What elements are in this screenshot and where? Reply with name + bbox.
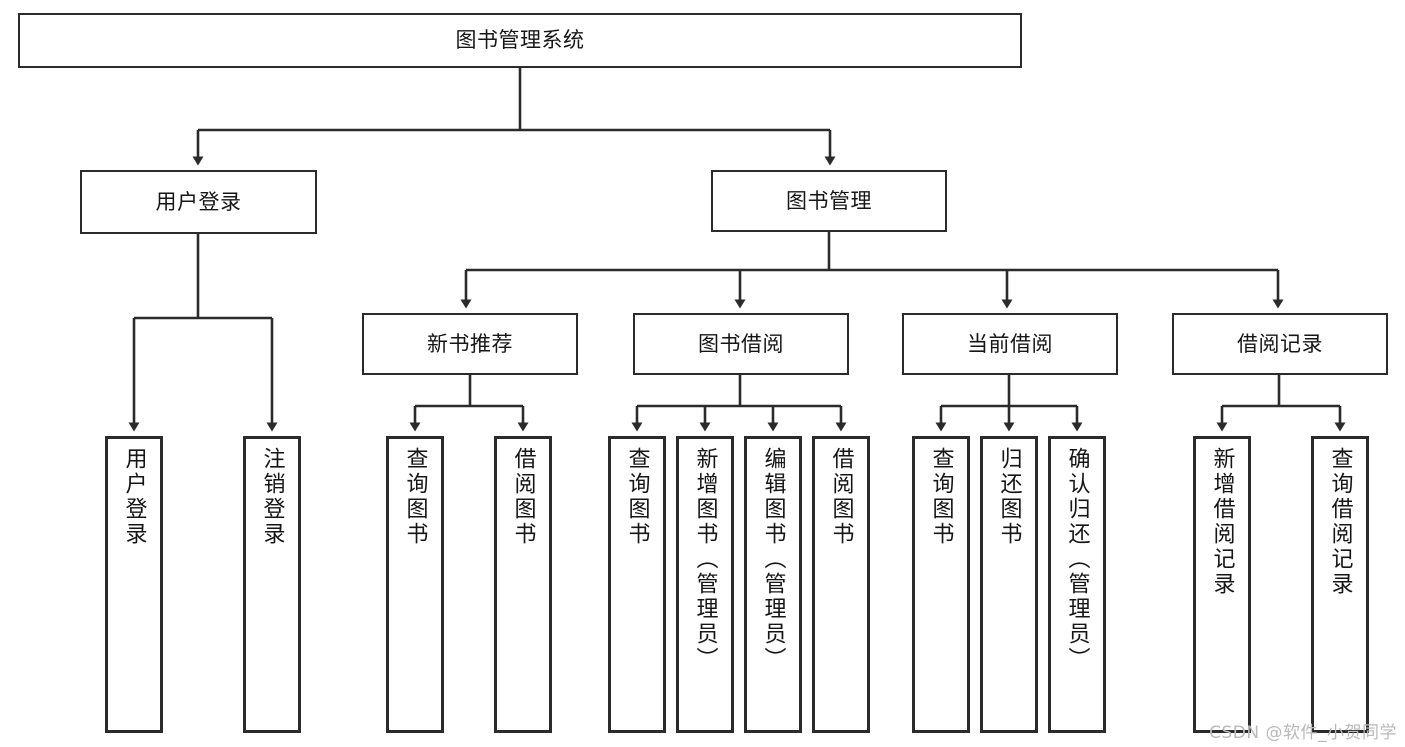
node-book-management[interactable]: 图书管理 (711, 170, 947, 232)
node-label: 借阅图书 (510, 447, 536, 547)
node-borrowing-records[interactable]: 借阅记录 (1172, 313, 1388, 375)
node-book-borrowing[interactable]: 图书借阅 (633, 313, 849, 375)
node-label: 借阅记录 (1237, 331, 1323, 356)
leaf-node-add-book-admin[interactable]: 新增图书（管理员） (676, 436, 734, 733)
leaf-node-add-borrow-record[interactable]: 新增借阅记录 (1193, 436, 1251, 733)
leaf-node-query-books-borrow[interactable]: 查询图书 (608, 436, 666, 733)
leaf-node-query-books-current[interactable]: 查询图书 (912, 436, 970, 733)
node-label: 图书管理 (786, 188, 872, 213)
node-label: 用户登录 (155, 189, 242, 214)
node-user-login[interactable]: 用户登录 (80, 170, 317, 234)
leaf-node-query-borrow-record[interactable]: 查询借阅记录 (1311, 436, 1369, 733)
node-label: 当前借阅 (967, 331, 1053, 356)
csdn-watermark: CSDN @软件_小贺同学 (1209, 723, 1397, 743)
node-label: 查询图书 (928, 447, 954, 547)
leaf-node-logout[interactable]: 注销登录 (243, 436, 301, 733)
node-label: 新增借阅记录 (1209, 447, 1235, 597)
leaf-node-edit-book-admin[interactable]: 编辑图书（管理员） (744, 436, 802, 733)
node-label: 图书借阅 (698, 331, 784, 356)
leaf-node-borrow-books-rec[interactable]: 借阅图书 (494, 436, 552, 733)
node-label: 归还图书 (996, 447, 1022, 547)
node-label: 确认归还（管理员） (1064, 447, 1090, 672)
node-label: 查询借阅记录 (1327, 447, 1353, 597)
node-root-book-management-system[interactable]: 图书管理系统 (18, 13, 1022, 68)
leaf-node-user-login[interactable]: 用户登录 (105, 436, 163, 733)
leaf-node-confirm-return-admin[interactable]: 确认归还（管理员） (1048, 436, 1106, 733)
node-label: 注销登录 (259, 447, 285, 547)
leaf-node-return-books[interactable]: 归还图书 (980, 436, 1038, 733)
node-current-borrowing[interactable]: 当前借阅 (902, 313, 1118, 375)
node-label: 图书管理系统 (455, 28, 585, 53)
node-label: 新书推荐 (427, 331, 513, 356)
node-label: 查询图书 (624, 447, 650, 547)
node-label: 用户登录 (121, 447, 147, 547)
node-new-book-recommendation[interactable]: 新书推荐 (362, 313, 578, 375)
node-label: 借阅图书 (828, 447, 854, 547)
leaf-node-query-books-rec[interactable]: 查询图书 (386, 436, 444, 733)
node-label: 编辑图书（管理员） (760, 447, 786, 672)
node-label: 查询图书 (402, 447, 428, 547)
node-label: 新增图书（管理员） (692, 447, 718, 672)
leaf-node-borrow-books[interactable]: 借阅图书 (812, 436, 870, 733)
